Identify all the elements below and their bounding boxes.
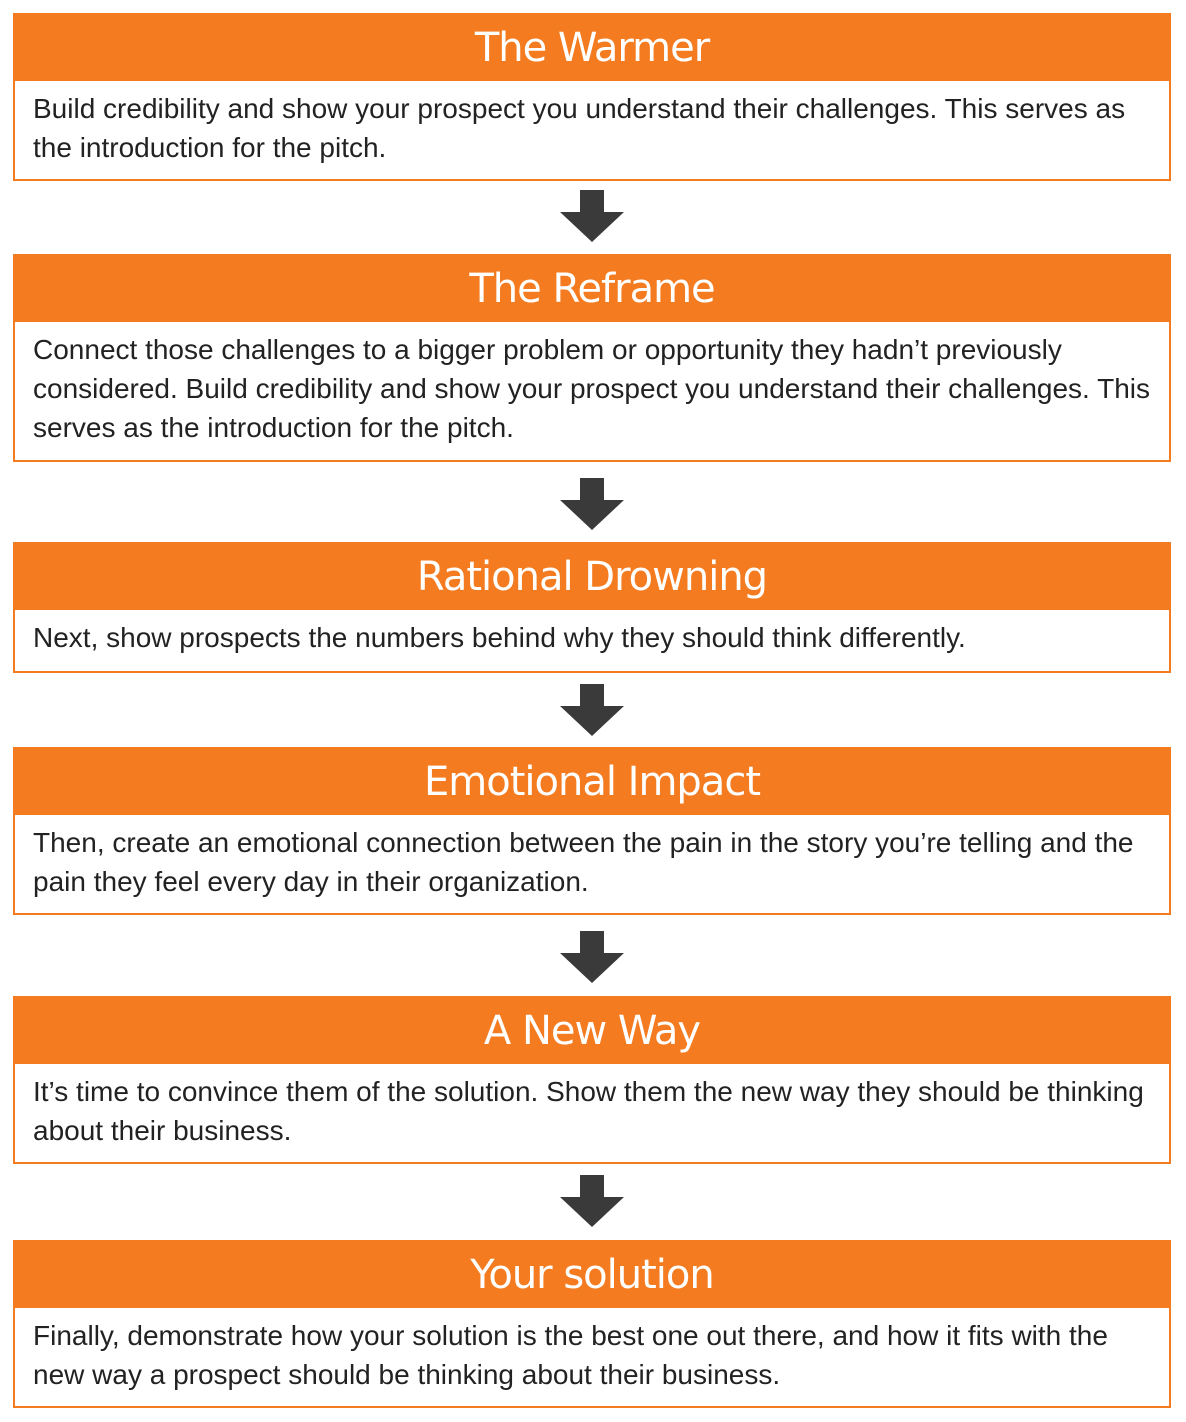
step-box-reframe: The Reframe Connect those challenges to … (13, 254, 1171, 462)
step-description: It’s time to convince them of the soluti… (33, 1076, 1144, 1146)
down-arrow-icon (560, 1175, 624, 1227)
step-title: Your solution (15, 1242, 1169, 1308)
step-description: Then, create an emotional connection bet… (33, 827, 1134, 897)
step-title: A New Way (15, 998, 1169, 1064)
down-arrow-icon (560, 684, 624, 736)
step-box-warmer: The Warmer Build credibility and show yo… (13, 13, 1171, 181)
down-arrow-icon (560, 478, 624, 530)
step-title: Rational Drowning (15, 544, 1169, 610)
step-description: Build credibility and show your prospect… (33, 93, 1126, 163)
step-box-rational-drowning: Rational Drowning Next, show prospects t… (13, 542, 1171, 673)
step-box-new-way: A New Way It’s time to convince them of … (13, 996, 1171, 1164)
step-box-your-solution: Your solution Finally, demonstrate how y… (13, 1240, 1171, 1408)
step-box-emotional-impact: Emotional Impact Then, create an emotion… (13, 747, 1171, 915)
step-description: Next, show prospects the numbers behind … (33, 622, 966, 653)
step-description: Connect those challenges to a bigger pro… (33, 334, 1151, 443)
down-arrow-icon (560, 190, 624, 242)
down-arrow-icon (560, 931, 624, 983)
step-title: Emotional Impact (15, 749, 1169, 815)
step-description: Finally, demonstrate how your solution i… (33, 1320, 1108, 1390)
step-title: The Warmer (15, 15, 1169, 81)
step-title: The Reframe (15, 256, 1169, 322)
